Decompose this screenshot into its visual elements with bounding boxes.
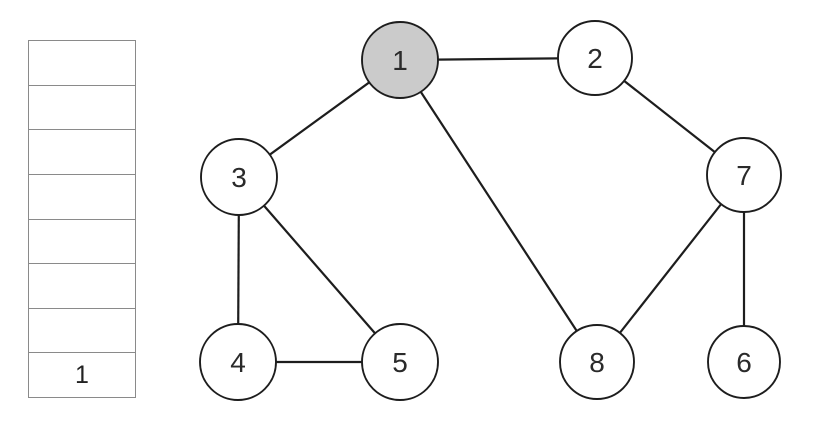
stack-cell-5 bbox=[29, 263, 135, 308]
graph-node-5: 5 bbox=[361, 323, 439, 401]
node-circle-6 bbox=[707, 325, 781, 399]
graph-node-3: 3 bbox=[200, 138, 278, 216]
stack-cell-6 bbox=[29, 307, 135, 353]
stack-cell-7: 1 bbox=[29, 352, 135, 397]
node-label-7: 7 bbox=[736, 160, 752, 191]
stack: 1 bbox=[28, 40, 136, 398]
graph-node-8: 8 bbox=[559, 324, 635, 400]
graph-edge-7-8 bbox=[596, 174, 745, 363]
node-circle-4 bbox=[199, 323, 277, 401]
node-label-8: 8 bbox=[589, 347, 605, 378]
node-label-3: 3 bbox=[231, 162, 247, 193]
node-label-5: 5 bbox=[392, 347, 408, 378]
graph-edge-3-5 bbox=[238, 176, 401, 363]
node-circle-3 bbox=[200, 138, 278, 216]
node-label-4: 4 bbox=[230, 347, 246, 378]
node-circle-1 bbox=[361, 21, 439, 99]
stack-cell-4 bbox=[29, 218, 135, 264]
graph-node-2: 2 bbox=[557, 20, 633, 96]
stack-cell-2 bbox=[29, 129, 135, 174]
node-circle-2 bbox=[557, 20, 633, 96]
node-circle-8 bbox=[559, 324, 635, 400]
stack-cell-1 bbox=[29, 84, 135, 130]
node-label-2: 2 bbox=[587, 43, 603, 74]
node-label-1: 1 bbox=[392, 45, 408, 76]
node-circle-5 bbox=[361, 323, 439, 401]
stack-cell-value: 1 bbox=[75, 360, 89, 389]
node-label-6: 6 bbox=[736, 347, 752, 378]
graph-node-4: 4 bbox=[199, 323, 277, 401]
graph-node-6: 6 bbox=[707, 325, 781, 399]
stack-cell-3 bbox=[29, 173, 135, 219]
graph-node-7: 7 bbox=[706, 137, 782, 213]
graph-edge-1-8 bbox=[399, 59, 598, 363]
node-circle-7 bbox=[706, 137, 782, 213]
graph-node-1: 1 bbox=[361, 21, 439, 99]
